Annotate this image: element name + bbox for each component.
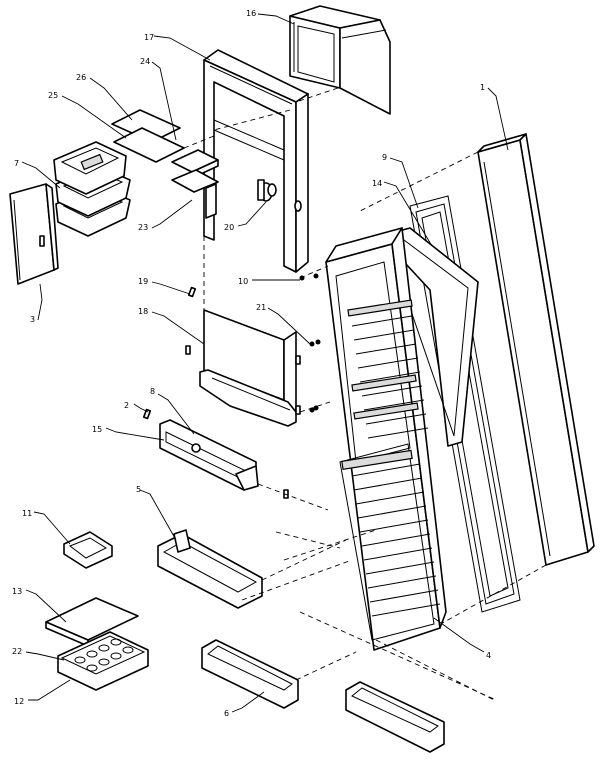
ice-tray — [57, 631, 149, 691]
callout-2: 2 — [124, 401, 129, 410]
filter-plates — [111, 109, 185, 163]
callout-15: 15 — [92, 425, 102, 434]
callout-11: 11 — [22, 509, 32, 518]
callout-16: 16 — [246, 9, 256, 18]
callout-10: 10 — [238, 277, 248, 286]
door-gasket — [409, 195, 521, 613]
door-bin-bottom-left — [201, 639, 299, 709]
door-bin-bottom-right — [345, 681, 445, 753]
callout-24: 24 — [140, 57, 150, 66]
callout-14: 14 — [372, 179, 382, 188]
small-door — [9, 183, 59, 285]
callout-7: 7 — [14, 159, 19, 168]
callout-22: 22 — [12, 647, 22, 656]
callout-3: 3 — [30, 315, 35, 324]
door-outer-panel — [357, 133, 595, 631]
stacked-containers — [53, 141, 131, 237]
callout-20: 20 — [224, 223, 234, 232]
switch-assembly — [257, 179, 277, 202]
door-bin-large — [157, 529, 263, 609]
inner-door-panel — [325, 227, 447, 651]
callout-21: 21 — [256, 303, 266, 312]
callout-1: 1 — [480, 83, 485, 92]
leader-lines — [21, 13, 509, 713]
dispenser-tray — [159, 419, 259, 491]
callout-25: 25 — [48, 91, 58, 100]
callout-4: 4 — [486, 651, 491, 660]
dispenser-frame — [203, 49, 309, 273]
callout-5: 5 — [136, 485, 141, 494]
callout-8: 8 — [150, 387, 155, 396]
callout-17: 17 — [144, 33, 154, 42]
bracket-lower — [171, 169, 219, 219]
callout-26: 26 — [76, 73, 86, 82]
lower-shelf-grid — [351, 463, 441, 617]
callout-23: 23 — [138, 223, 148, 232]
callout-18: 18 — [138, 307, 148, 316]
assembly-lines — [183, 87, 497, 701]
ice-maker-bin — [185, 309, 301, 427]
ice-bin-housing — [289, 5, 391, 115]
small-tray — [63, 531, 113, 569]
callout-9: 9 — [382, 153, 387, 162]
callout-labels: 1 2 3 4 5 6 7 8 9 10 11 12 13 14 15 16 1… — [12, 9, 491, 718]
callout-12: 12 — [14, 697, 24, 706]
callout-13: 13 — [12, 587, 22, 596]
callout-19: 19 — [138, 277, 148, 286]
callout-6: 6 — [224, 709, 229, 718]
